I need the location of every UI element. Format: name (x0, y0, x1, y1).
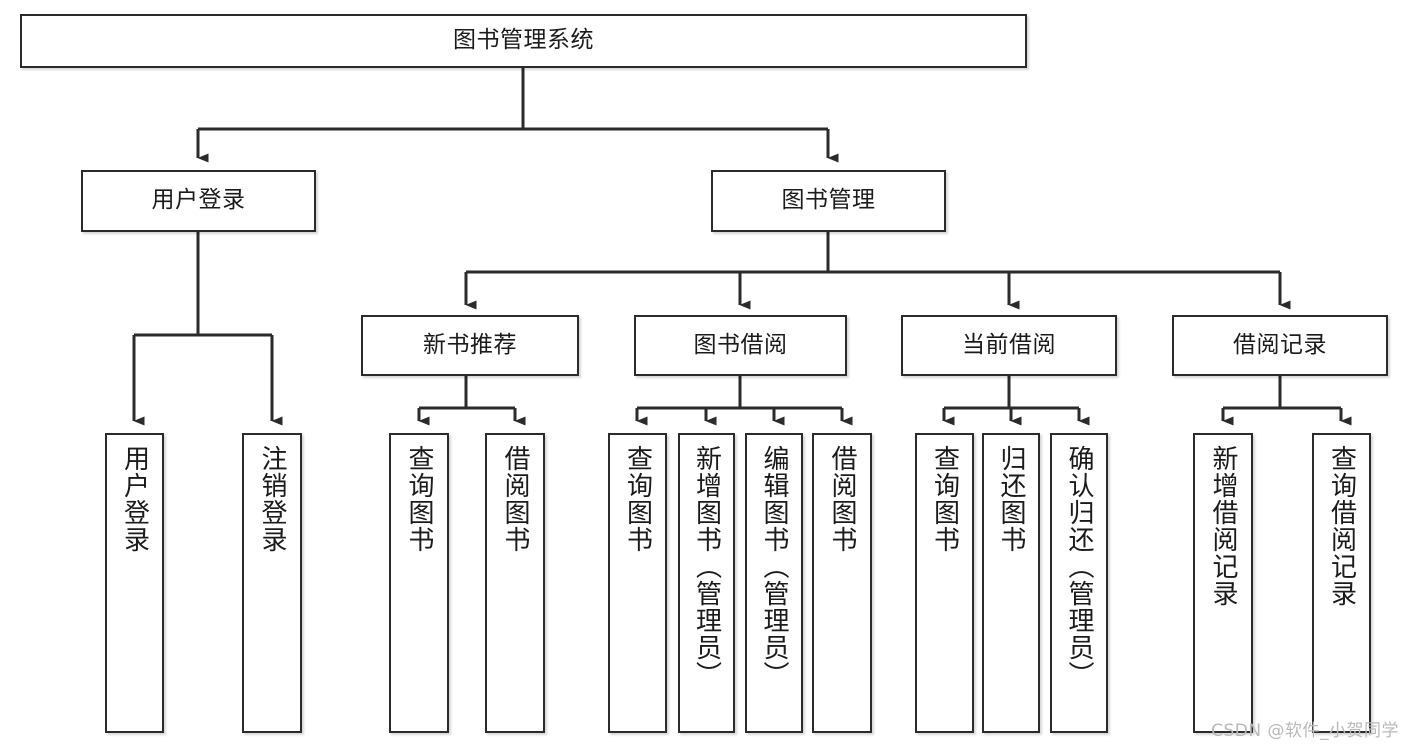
node-leaf-user-login[interactable]: 用户登录 (105, 433, 164, 733)
node-leaf-logout-label: 注销登录 (257, 445, 287, 553)
node-leaf-user-login-label: 用户登录 (119, 445, 150, 553)
node-borrow-record-label: 借阅记录 (1233, 331, 1327, 358)
node-leaf-query-book-3[interactable]: 查询图书 (915, 433, 974, 733)
node-leaf-add-record-label: 新增借阅记录 (1208, 445, 1238, 607)
node-book-borrow-label: 图书借阅 (693, 331, 788, 358)
node-current-borrow-label: 当前借阅 (962, 331, 1056, 358)
node-root[interactable]: 图书管理系统 (20, 14, 1027, 68)
node-leaf-add-book-label: 新增图书（管理员） (691, 445, 722, 688)
node-leaf-query-book-1-label: 查询图书 (404, 445, 434, 553)
node-leaf-query-record-label: 查询借阅记录 (1326, 445, 1357, 607)
node-book-borrow[interactable]: 图书借阅 (634, 315, 847, 376)
node-book-manage[interactable]: 图书管理 (711, 170, 946, 232)
node-leaf-query-book-1[interactable]: 查询图书 (389, 433, 449, 733)
node-borrow-record[interactable]: 借阅记录 (1172, 315, 1388, 376)
node-leaf-query-book-2[interactable]: 查询图书 (608, 433, 667, 733)
node-new-book-rec[interactable]: 新书推荐 (361, 315, 579, 376)
node-leaf-edit-book-label: 编辑图书（管理员） (759, 445, 789, 688)
node-leaf-logout[interactable]: 注销登录 (242, 433, 302, 733)
node-leaf-borrow-book-2-label: 借阅图书 (827, 445, 857, 553)
node-leaf-borrow-book-1-label: 借阅图书 (500, 445, 530, 553)
node-user-login[interactable]: 用户登录 (81, 170, 316, 232)
node-current-borrow[interactable]: 当前借阅 (901, 315, 1117, 376)
node-leaf-borrow-book-2[interactable]: 借阅图书 (812, 433, 872, 733)
node-leaf-borrow-book-1[interactable]: 借阅图书 (485, 433, 545, 733)
node-leaf-add-record[interactable]: 新增借阅记录 (1193, 433, 1253, 733)
node-book-manage-label: 图书管理 (781, 187, 876, 214)
node-leaf-return-book[interactable]: 归还图书 (982, 433, 1040, 733)
node-leaf-query-book-2-label: 查询图书 (622, 445, 653, 553)
node-leaf-return-book-label: 归还图书 (996, 445, 1026, 553)
node-user-login-label: 用户登录 (151, 187, 246, 214)
node-root-label: 图书管理系统 (453, 27, 594, 54)
node-leaf-add-book[interactable]: 新增图书（管理员） (678, 433, 735, 733)
node-leaf-confirm-return[interactable]: 确认归还（管理员） (1050, 433, 1108, 733)
node-leaf-confirm-return-label: 确认归还（管理员） (1064, 445, 1094, 688)
node-leaf-edit-book[interactable]: 编辑图书（管理员） (745, 433, 803, 733)
node-leaf-query-record[interactable]: 查询借阅记录 (1312, 433, 1371, 733)
watermark: CSDN @软件_小贺同学 (1211, 721, 1399, 741)
node-new-book-rec-label: 新书推荐 (423, 331, 517, 358)
node-leaf-query-book-3-label: 查询图书 (929, 445, 960, 553)
